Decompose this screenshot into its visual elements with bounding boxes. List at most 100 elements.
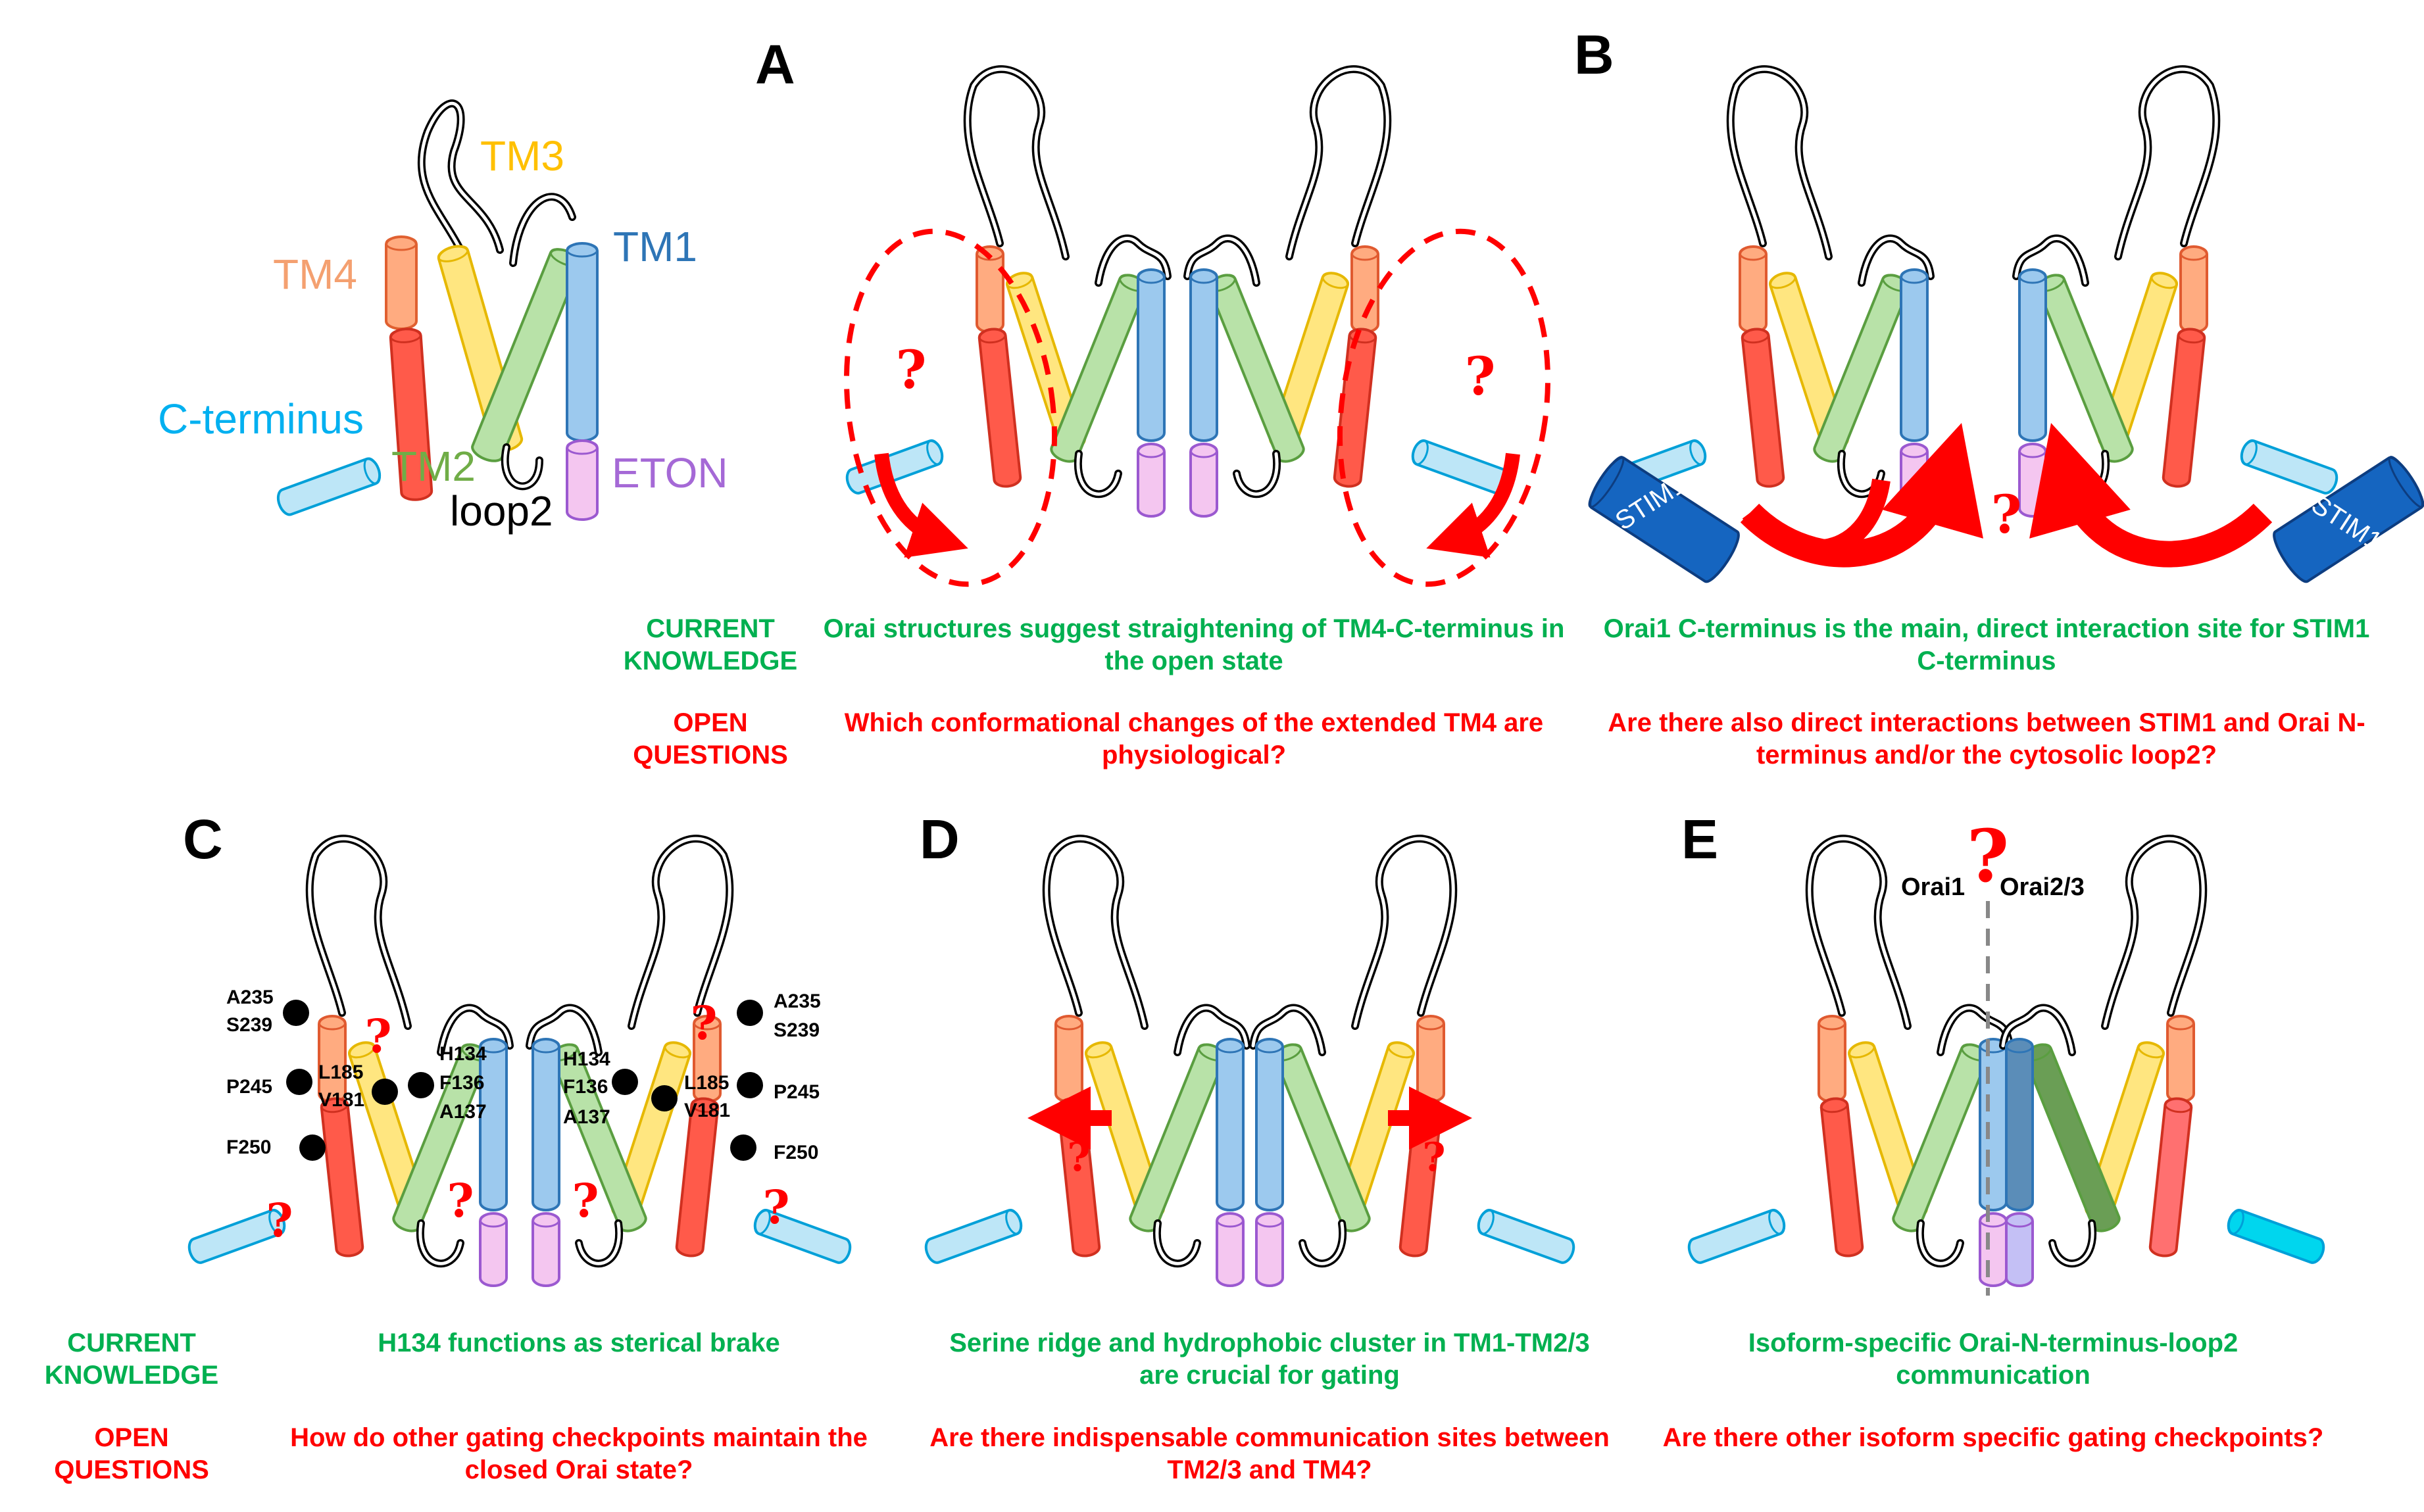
residue-f250-left: F250 [226, 1136, 272, 1158]
legend-c-terminus: C-terminus [158, 395, 364, 443]
panel-b-right-tm4-lower-body [2162, 328, 2206, 488]
panel-c-left-loop-tm3-tm4-inner [308, 837, 410, 1028]
panel-b-right-c-terminus-cap [2240, 439, 2258, 466]
panel-b-left-tm4-upper [1739, 245, 1768, 333]
panel-a-left-tm4-lower-body [977, 328, 1022, 488]
panel-c-left-residue-dot-0 [283, 1000, 309, 1026]
panel-d-left-tm1-cap [1216, 1038, 1245, 1054]
panel-c-open-question: How do other gating checkpoints maintain… [290, 1423, 868, 1484]
panel-e-orai23-tm2-body [2023, 1043, 2121, 1232]
legend-eton: ETON [612, 449, 728, 497]
panel-a-left-question-mark: ? [896, 339, 927, 401]
panel-b-right-tm3-cap [2150, 272, 2178, 289]
panel-d-right-tm1-cap [1255, 1038, 1284, 1054]
panel-a-right-arrow [1426, 452, 1520, 558]
panel-e-orai1-tm1-body [1979, 1038, 2008, 1211]
panel-e-orai23-eton [2005, 1212, 2034, 1287]
residue-s239-left: S239 [226, 1014, 273, 1036]
residue-h134-left: H134 [439, 1043, 487, 1065]
panel-d-right-eton [1255, 1212, 1284, 1287]
panel-c-left-tm2-body [392, 1043, 489, 1232]
panel-b-stim1-right [2273, 456, 2424, 583]
panel-d-right-c-terminus [1477, 1209, 1575, 1264]
panel-d-left-tm3-cap [1085, 1041, 1112, 1059]
panel-a-right-tm2-body [1208, 274, 1305, 463]
panel-d-right-tm1-body [1255, 1038, 1284, 1211]
panel-a-right-c-terminus-body [1411, 439, 1510, 495]
panel-a-left-tm2 [1050, 274, 1147, 463]
residue-a137-left: A137 [439, 1101, 487, 1123]
panel-a-left-eton-cap [1137, 443, 1166, 458]
panel-d-right-loop-tm3-tm4-outline [1351, 835, 1458, 1030]
panel-c-current-knowledge: H134 functions as sterical brake [378, 1329, 780, 1357]
panel-a-left-tm4-upper [976, 245, 1004, 333]
panel-b-left-tm4-lower [1741, 328, 1785, 488]
panel-c-right-eton [532, 1212, 560, 1287]
panel-c-question-mark-6: ? [762, 1180, 789, 1234]
panel-c-right-tm1-cap [532, 1038, 560, 1054]
panel-d-left-tm4-upper [1054, 1015, 1083, 1103]
residue-f136-left: F136 [439, 1072, 485, 1094]
panel-c-left-loop-tm1-tm2-inner [439, 1006, 512, 1054]
legend-tm1-helix-body [566, 242, 599, 442]
panel-b-stim1-right-cap [2388, 456, 2424, 508]
panel-d-left-c-terminus-cap [1005, 1209, 1023, 1235]
panel-c-left-eton-cap [479, 1212, 508, 1228]
residue-v181-left: V181 [318, 1089, 365, 1111]
residue-p245-left: P245 [226, 1076, 273, 1098]
panel-c-left-tm4-upper-cap [318, 1015, 347, 1031]
panel-e-orai1-tm4-lower-body [1819, 1097, 1864, 1257]
panel-b-left-tm3-cap [1769, 272, 1796, 289]
panel-e-orai23-loop-tm1-tm2-inner [2001, 1006, 2074, 1054]
panel-a-right-tm4-upper-cap [1350, 245, 1379, 261]
panel-b-left-loop-tm1-tm2-inner [1860, 237, 1933, 285]
panel-b-right-tm2 [2037, 274, 2134, 463]
panel-d-right-tm4-upper [1416, 1015, 1445, 1103]
panel-a-right-eton-cap [1189, 443, 1218, 458]
legend-eton-helix [566, 439, 599, 521]
panel-b-current-knowledge: Orai1 C-terminus is the main, direct int… [1603, 614, 2370, 675]
panel-a-left-tm2-body [1050, 274, 1147, 463]
panel-d-right-eton-cap [1255, 1212, 1284, 1228]
panel-c-left-eton [479, 1212, 508, 1287]
panel-e-orai23-loop-tm3-tm4-outline [2101, 835, 2208, 1030]
panel-e-orai23-c-terminus-body [2227, 1209, 2325, 1264]
panel-e-orai1-tm3-cap [1848, 1041, 1875, 1059]
panel-c-left-loop-tm3-tm4-outline [305, 835, 412, 1030]
panel-d-left-loop-tm3-tm4-inner [1045, 837, 1147, 1028]
residue-h134-right: H134 [563, 1048, 610, 1070]
panel-e-orai23-loop-tm3-tm4-inner [2103, 837, 2205, 1028]
panel-e-orai23-tm4-upper [2166, 1015, 2195, 1103]
panel-e-orai1-loop-tm3-tm4-inner [1808, 837, 1910, 1028]
legend-tm3-helix-cap [437, 245, 469, 262]
panel-b-right-big-arrow [2029, 423, 2273, 568]
panel-c-right-residue-dot-1 [737, 1072, 763, 1098]
panel-e-orai1-tm4-upper-cap [1818, 1015, 1846, 1031]
residue-f136-right: F136 [563, 1076, 608, 1098]
panel-c-right-loop-tm3-tm4-inner [630, 837, 731, 1028]
panel-b-left-tm1-body [1900, 268, 1929, 442]
panel-d-right-question-mark: ? [1422, 1134, 1445, 1181]
panel-d-left-question-mark: ? [1067, 1134, 1090, 1181]
panel-e-orai23-tm1-body [2005, 1038, 2034, 1211]
panel-b-right-tm4-lower [2162, 328, 2206, 488]
panel-c-question-mark-1: ? [364, 1009, 391, 1063]
panel-d-right-loop-tm1-tm2-inner [1251, 1006, 1324, 1054]
panel-a-left-arrow [874, 452, 968, 558]
panel-c-question-mark-2: ? [266, 1193, 293, 1248]
panel-d-left-c-terminus [924, 1209, 1023, 1264]
panel-c-question-mark-3: ? [447, 1173, 474, 1228]
panel-d-left-loop-tm3-tm4-outline [1042, 835, 1149, 1030]
panel-a-current-knowledge: Orai structures suggest straightening of… [823, 614, 1565, 675]
panel-e-orai1-tm4-upper [1818, 1015, 1846, 1103]
residue-l185-left: L185 [318, 1061, 364, 1083]
panel-a-left-c-terminus-cap [926, 439, 944, 466]
panel-c-left-tm4-lower-cap [320, 1097, 349, 1113]
panel-b-left-loop-tm3-tm4-outline [1726, 65, 1833, 260]
panel-a-right-tm4-lower-cap [1348, 328, 1377, 344]
panel-c-left-tm1 [479, 1038, 508, 1211]
panel-label-b: B [1574, 24, 1614, 85]
panel-a-right-loop2-inner [1235, 452, 1279, 496]
